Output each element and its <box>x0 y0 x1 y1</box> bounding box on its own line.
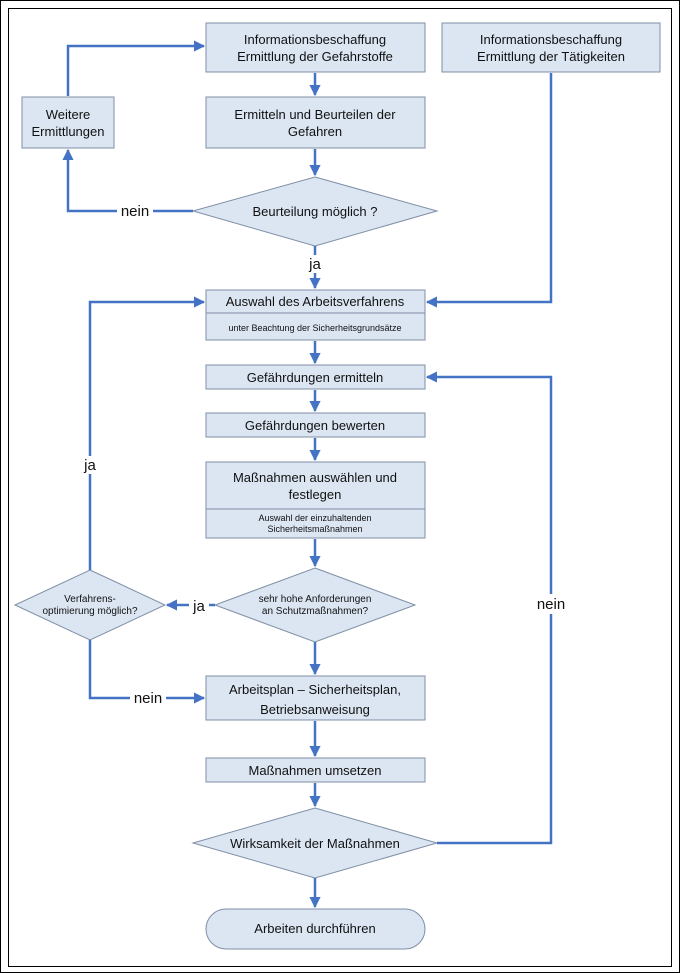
label-bg-ja-anforderungen <box>189 597 209 615</box>
box-auswahl-arbeitsverfahren: Auswahl des Arbeitsverfahrens unter Beac… <box>205 289 426 341</box>
decision-wirksamkeit: Wirksamkeit der Maßnahmen <box>191 807 439 879</box>
umsetzen-text: Maßnahmen umsetzen <box>249 763 382 778</box>
info-taetigkeiten-line2: Ermittlung der Tätigkeiten <box>477 49 625 64</box>
label-ja-beurteilung: ja <box>308 256 321 273</box>
box-massnahmen-auswaehlen: Maßnahmen auswählen und festlegen Auswah… <box>205 461 426 539</box>
terminal-arbeiten-durchfuehren: Arbeiten durchführen <box>205 908 426 950</box>
auswahl-text: Auswahl des Arbeitsverfahrens <box>226 294 405 309</box>
info-taetigkeiten-line1: Informationsbeschaffung <box>480 32 622 47</box>
label-bg-nein-beurteilung <box>117 202 153 220</box>
anforderungen-line2: an Schutzmaßnahmen? <box>262 606 369 617</box>
ermitteln-line2: Gefahren <box>288 124 342 139</box>
box-weitere-ermittlungen: Weitere Ermittlungen <box>21 96 115 149</box>
auswahl-sub-text: unter Beachtung der Sicherheitsgrundsätz… <box>228 323 401 333</box>
decision-verfahrensoptimierung: Verfahrens- optimierung möglich? <box>13 569 167 641</box>
massnahmen-sub-line1: Auswahl der einzuhaltenden <box>258 513 371 523</box>
verfahren-line1: Verfahrens- <box>64 594 116 605</box>
ermitteln-line1: Ermitteln und Beurteilen der <box>234 107 396 122</box>
weitere-line1: Weitere <box>46 107 91 122</box>
massnahmen-line1: Maßnahmen auswählen und <box>233 470 397 485</box>
massnahmen-line2: festlegen <box>289 487 342 502</box>
label-bg-ja-verfahren <box>81 456 99 474</box>
arrow-verfahren-ja <box>88 296 206 570</box>
label-nein-wirksamkeit: nein <box>537 596 565 613</box>
decision-beurteilung: Beurteilung möglich ? <box>191 176 439 247</box>
label-bg-nein-verfahren <box>130 689 166 707</box>
verfahren-line2: optimierung möglich? <box>42 606 137 617</box>
label-ja-verfahren: ja <box>83 457 96 474</box>
label-bg-ja-beurteilung <box>306 255 324 273</box>
label-nein-beurteilung: nein <box>121 203 149 220</box>
wirksamkeit-text: Wirksamkeit der Maßnahmen <box>230 836 400 851</box>
box-info-gefahrstoffe: Informationsbeschaffung Ermittlung der G… <box>205 22 426 73</box>
arrow-weitere-to-info <box>66 40 206 96</box>
label-bg-nein-wirksamkeit <box>532 594 570 614</box>
info-gefahrstoffe-line1: Informationsbeschaffung <box>244 32 386 47</box>
massnahmen-sub-line2: Sicherheitsmaßnahmen <box>267 524 362 534</box>
durchfuehren-text: Arbeiten durchführen <box>254 921 375 936</box>
arbeitsplan-line2: Betriebsanweisung <box>260 702 370 717</box>
gef-ermitteln-text: Gefährdungen ermitteln <box>247 370 384 385</box>
label-ja-anforderungen: ja <box>192 598 205 615</box>
info-gefahrstoffe-line2: Ermittlung der Gefahrstoffe <box>237 49 393 64</box>
arrow-beurteilung-nein <box>62 148 193 213</box>
box-gefaehrdungen-ermitteln: Gefährdungen ermitteln <box>205 364 426 390</box>
weitere-line2: Ermittlungen <box>32 124 105 139</box>
decision-anforderungen: sehr hohe Anforderungen an Schutzmaßnahm… <box>213 567 417 643</box>
box-massnahmen-umsetzen: Maßnahmen umsetzen <box>205 757 426 783</box>
gef-bewerten-text: Gefährdungen bewerten <box>245 418 385 433</box>
box-ermitteln-beurteilen: Ermitteln und Beurteilen der Gefahren <box>205 96 426 149</box>
label-nein-verfahren: nein <box>134 690 162 707</box>
beurteilung-text: Beurteilung möglich ? <box>252 204 377 219</box>
arbeitsplan-line1: Arbeitsplan – Sicherheitsplan, <box>229 682 401 697</box>
box-info-taetigkeiten: Informationsbeschaffung Ermittlung der T… <box>441 22 661 73</box>
arrow-taetigkeiten-to-auswahl <box>425 73 553 308</box>
anforderungen-line1: sehr hohe Anforderungen <box>259 594 372 605</box>
box-gefaehrdungen-bewerten: Gefährdungen bewerten <box>205 412 426 438</box>
box-arbeitsplan: Arbeitsplan – Sicherheitsplan, Betriebsa… <box>205 675 426 721</box>
